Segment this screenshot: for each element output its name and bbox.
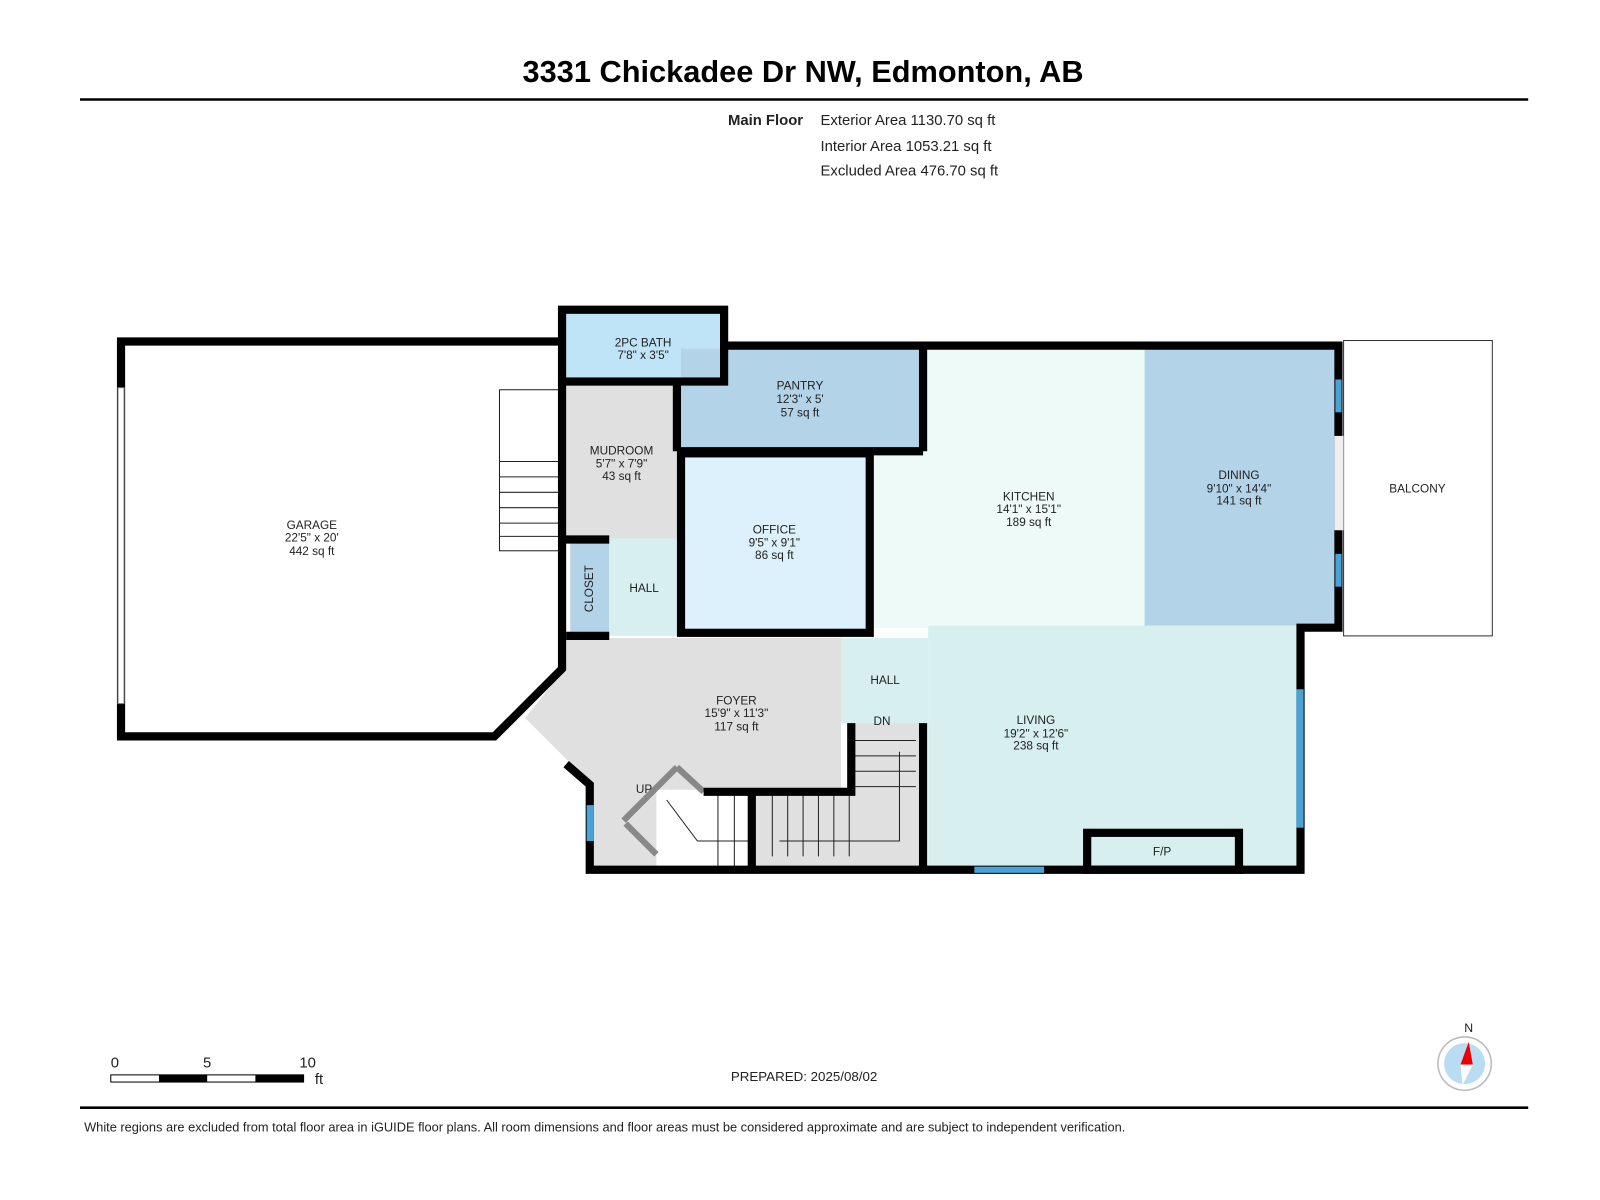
closet-name: CLOSET [583, 565, 596, 612]
excluded-area: Excluded Area 476.70 sq ft [821, 163, 999, 179]
room-fills [525, 312, 1493, 870]
office-dims: 9'5" x 9'1" [749, 537, 801, 550]
bath-dims: 7'8" x 3'5" [617, 349, 669, 362]
bath-name: 2PC BATH [615, 337, 672, 350]
scale-tick-0: 0 [111, 1056, 119, 1072]
exterior-area: Exterior Area 1130.70 sq ft [821, 113, 997, 129]
scale-tick-10: 10 [299, 1056, 316, 1072]
room-mudroom [564, 382, 677, 539]
living-dims: 19'2" x 12'6" [1004, 727, 1069, 740]
room-foyer [525, 637, 842, 870]
pantry-name: PANTRY [777, 380, 824, 393]
hall-1-name: HALL [629, 582, 659, 595]
compass-icon: N [1437, 1021, 1493, 1092]
garage-name: GARAGE [287, 519, 338, 532]
mudroom-dims: 5'7" x 7'9" [596, 458, 648, 471]
mudroom-name: MUDROOM [590, 444, 653, 457]
foyer-area: 117 sq ft [714, 720, 759, 733]
stair-down-area [847, 723, 919, 867]
balcony-name: BALCONY [1389, 482, 1445, 495]
room-labels: 2PC BATH 7'8" x 3'5" PANTRY 12'3" x 5' 5… [285, 337, 1446, 859]
foyer-dims: 15'9" x 11'3" [705, 707, 769, 720]
office-name: OFFICE [753, 523, 796, 536]
kitchen-area: 189 sq ft [1006, 516, 1052, 529]
office-area: 86 sq ft [755, 549, 794, 562]
windows [117, 379, 1344, 873]
kitchen-dims: 14'1" x 15'1" [996, 503, 1061, 516]
scale-unit: ft [315, 1072, 324, 1088]
room-hall-2 [841, 637, 929, 724]
compass-north-label: N [1464, 1021, 1473, 1035]
stairs [498, 389, 916, 867]
mudroom-area: 43 sq ft [602, 470, 641, 483]
pantry-dims: 12'3" x 5' [776, 393, 823, 406]
hall-2-name: HALL [870, 674, 900, 687]
dining-name: DINING [1218, 469, 1259, 482]
room-hall-1 [609, 538, 677, 636]
room-balcony [1343, 340, 1493, 637]
room-dining [1144, 346, 1338, 626]
interior-area: Interior Area 1053.21 sq ft [821, 139, 993, 155]
living-name: LIVING [1017, 714, 1056, 727]
page-title: 3331 Chickadee Dr NW, Edmonton, AB [523, 54, 1084, 89]
garage-dims: 22'5" x 20' [285, 532, 339, 545]
dining-area: 141 sq ft [1216, 495, 1262, 508]
room-office [681, 453, 870, 633]
garage-area: 442 sq ft [289, 545, 335, 558]
disclaimer: White regions are excluded from total fl… [84, 1119, 1125, 1134]
floor-name: Main Floor [728, 113, 803, 129]
prepared-date: PREPARED: 2025/08/02 [731, 1069, 877, 1084]
stairs-up-label: UP [636, 783, 653, 796]
room-kitchen [873, 346, 1145, 628]
scale-bar: 0 5 10 ft [110, 1056, 324, 1088]
dining-dims: 9'10" x 14'4" [1207, 482, 1272, 495]
room-closet [570, 541, 610, 634]
pantry-area: 57 sq ft [781, 406, 820, 419]
living-area: 238 sq ft [1013, 740, 1059, 753]
fireplace-label: F/P [1153, 845, 1171, 858]
kitchen-name: KITCHEN [1003, 491, 1055, 504]
foyer-name: FOYER [716, 695, 757, 708]
stairs-down-label: DN [874, 715, 891, 728]
scale-tick-5: 5 [203, 1056, 211, 1072]
